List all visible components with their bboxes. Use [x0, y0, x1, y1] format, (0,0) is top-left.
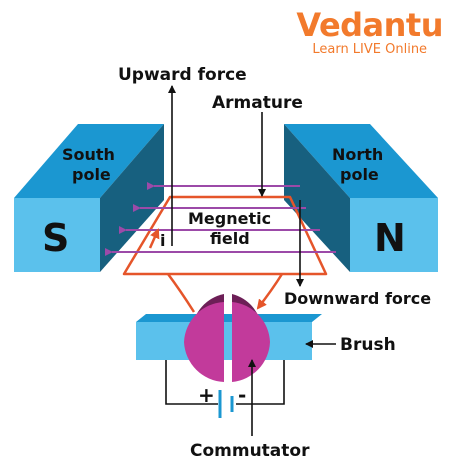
field-lines	[105, 182, 336, 256]
north-magnet-side	[284, 124, 350, 272]
south-pole-label-line1: South	[62, 145, 115, 164]
north-magnet-front	[350, 198, 438, 272]
brush	[136, 314, 322, 360]
armature-label: Armature	[212, 93, 303, 113]
downward-force-label: Downward force	[284, 289, 431, 308]
south-magnet-side	[100, 124, 164, 272]
battery-minus-label: -	[238, 383, 246, 407]
commutator-left-half	[184, 302, 224, 382]
commutator-label: Commutator	[190, 441, 310, 461]
commutator	[184, 294, 270, 382]
south-magnet-front	[14, 198, 100, 272]
north-letter: N	[374, 216, 406, 260]
north-magnet	[284, 124, 438, 272]
armature-coil	[122, 195, 328, 276]
north-pole-label-line2: pole	[340, 165, 379, 184]
circuit	[165, 360, 285, 405]
south-pole-label-line2: pole	[72, 165, 111, 184]
current-arrow	[148, 228, 160, 249]
field-label-line1: Megnetic	[188, 209, 271, 228]
north-magnet-top	[284, 124, 438, 198]
battery-plus-label: +	[198, 383, 215, 407]
brand-name: Vedantu	[296, 6, 443, 44]
brush-top	[136, 314, 322, 322]
brand-tagline: Learn LIVE Online	[312, 42, 428, 57]
south-magnet	[14, 124, 164, 272]
commutator-right-half	[232, 302, 270, 382]
north-pole-label-line1: North	[332, 145, 383, 164]
brush-label: Brush	[340, 335, 396, 355]
circuit-wire-left	[165, 360, 218, 405]
coil-lead-left	[166, 273, 196, 313]
brand-logo: Vedantu Learn LIVE Online	[296, 8, 443, 57]
south-magnet-top	[14, 124, 164, 198]
current-label: i	[160, 231, 165, 250]
upward-force-label: Upward force	[118, 65, 247, 85]
south-letter: S	[42, 216, 69, 260]
coil-lead-right	[256, 273, 284, 310]
field-label-line2: field	[210, 229, 250, 248]
